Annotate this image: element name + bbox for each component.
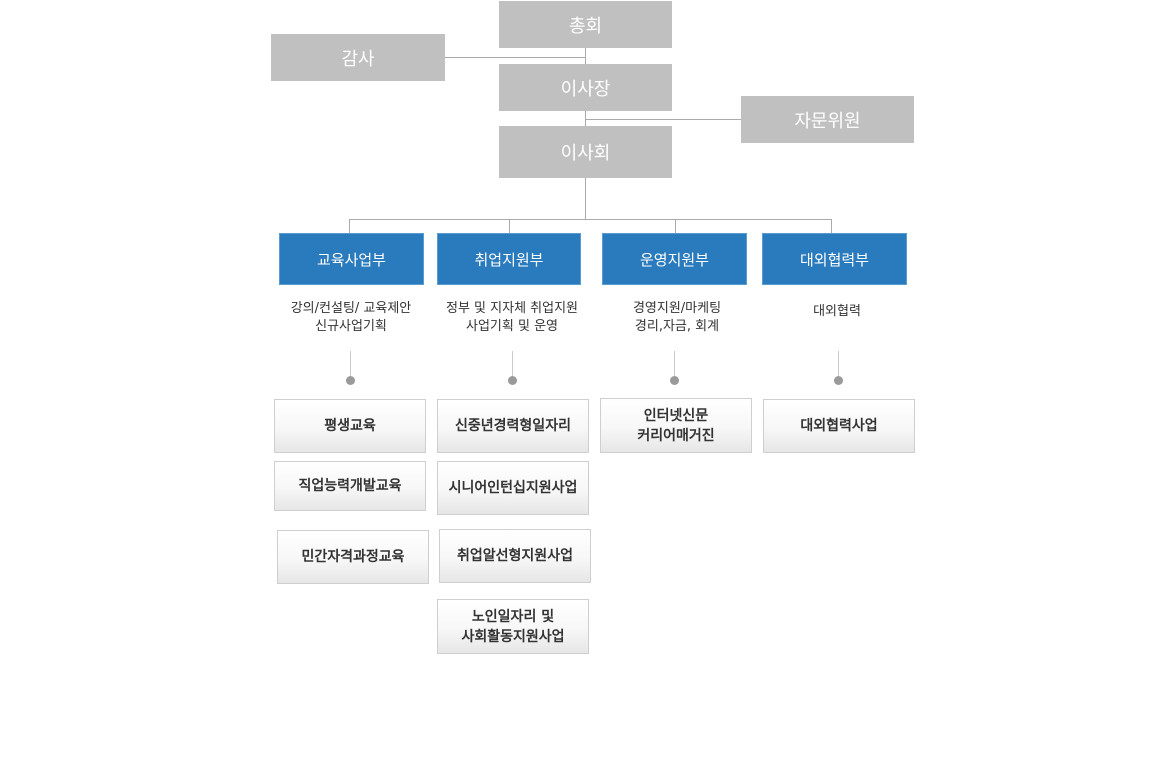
stub-employment [512, 351, 513, 376]
program-label: 취업알선형지원사업 [457, 548, 573, 564]
program-label: 노인일자리 및 [471, 608, 555, 625]
dot-external [834, 376, 843, 385]
connector-advisory [585, 119, 742, 120]
connector-dept-2 [509, 219, 510, 234]
dept-external: 대외협력부 [762, 233, 907, 285]
stub-education [350, 351, 351, 376]
advisory-box: 자문위원 [741, 96, 914, 143]
desc-line: 신규사업기획 [315, 319, 387, 334]
program-label: 민간자격과정교육 [301, 549, 405, 565]
connector-dept-bar [349, 219, 832, 220]
stub-operations [674, 351, 675, 376]
connector-dept-3 [675, 219, 676, 234]
dept-operations-desc: 경영지원/마케팅 경리,자금, 회계 [585, 300, 769, 336]
connector-chairman-board [585, 110, 586, 126]
connector-dept-4 [831, 219, 832, 234]
connector-board-down [585, 177, 586, 220]
dept-education-desc: 강의/컨설팅/ 교육제안 신규사업기획 [259, 300, 443, 336]
auditor-box: 감사 [271, 34, 445, 81]
program-label: 사회활동지원사업 [461, 628, 565, 645]
program-lifelong-education: 평생교육 [274, 399, 426, 453]
dot-education [346, 376, 355, 385]
desc-line: 경영지원/마케팅 [632, 301, 722, 316]
board-box: 이사회 [499, 126, 672, 178]
program-label: 인터넷신문 [643, 407, 709, 424]
program-vocational-training: 직업능력개발교육 [274, 461, 426, 511]
program-label: 커리어매거진 [637, 427, 715, 444]
program-senior-jobs-social: 노인일자리 및 사회활동지원사업 [437, 599, 589, 654]
program-middle-aged-jobs: 신중년경력형일자리 [437, 399, 589, 453]
program-label: 평생교육 [324, 418, 376, 434]
program-label: 신중년경력형일자리 [455, 418, 571, 434]
desc-line: 사업기획 및 운영 [466, 319, 558, 334]
dept-external-desc: 대외협력 [745, 303, 929, 321]
desc-line: 정부 및 지자체 취업지원 [446, 301, 578, 316]
connector-auditor [444, 57, 586, 58]
program-private-certification: 민간자격과정교육 [277, 530, 429, 584]
general-assembly-box: 총회 [499, 1, 672, 48]
dot-operations [670, 376, 679, 385]
program-label: 대외협력사업 [800, 418, 878, 434]
dept-employment-desc: 정부 및 지자체 취업지원 사업기획 및 운영 [420, 300, 604, 336]
dept-operations: 운영지원부 [602, 233, 747, 285]
dot-employment [508, 376, 517, 385]
program-job-placement: 취업알선형지원사업 [439, 529, 591, 583]
stub-external [838, 351, 839, 376]
desc-line: 경리,자금, 회계 [634, 319, 720, 334]
connector-assembly-chairman [585, 47, 586, 65]
desc-line: 강의/컨설팅/ 교육제안 [290, 301, 412, 316]
desc-line: 대외협력 [813, 304, 861, 319]
chairman-box: 이사장 [499, 64, 672, 111]
connector-dept-1 [349, 219, 350, 234]
program-label: 시니어인턴십지원사업 [448, 480, 578, 496]
dept-education: 교육사업부 [279, 233, 424, 285]
program-internet-newspaper: 인터넷신문 커리어매거진 [600, 398, 752, 453]
program-senior-internship: 시니어인턴십지원사업 [437, 461, 589, 515]
dept-employment: 취업지원부 [437, 233, 581, 285]
program-label: 직업능력개발교육 [298, 478, 402, 494]
program-external-cooperation: 대외협력사업 [763, 399, 915, 453]
